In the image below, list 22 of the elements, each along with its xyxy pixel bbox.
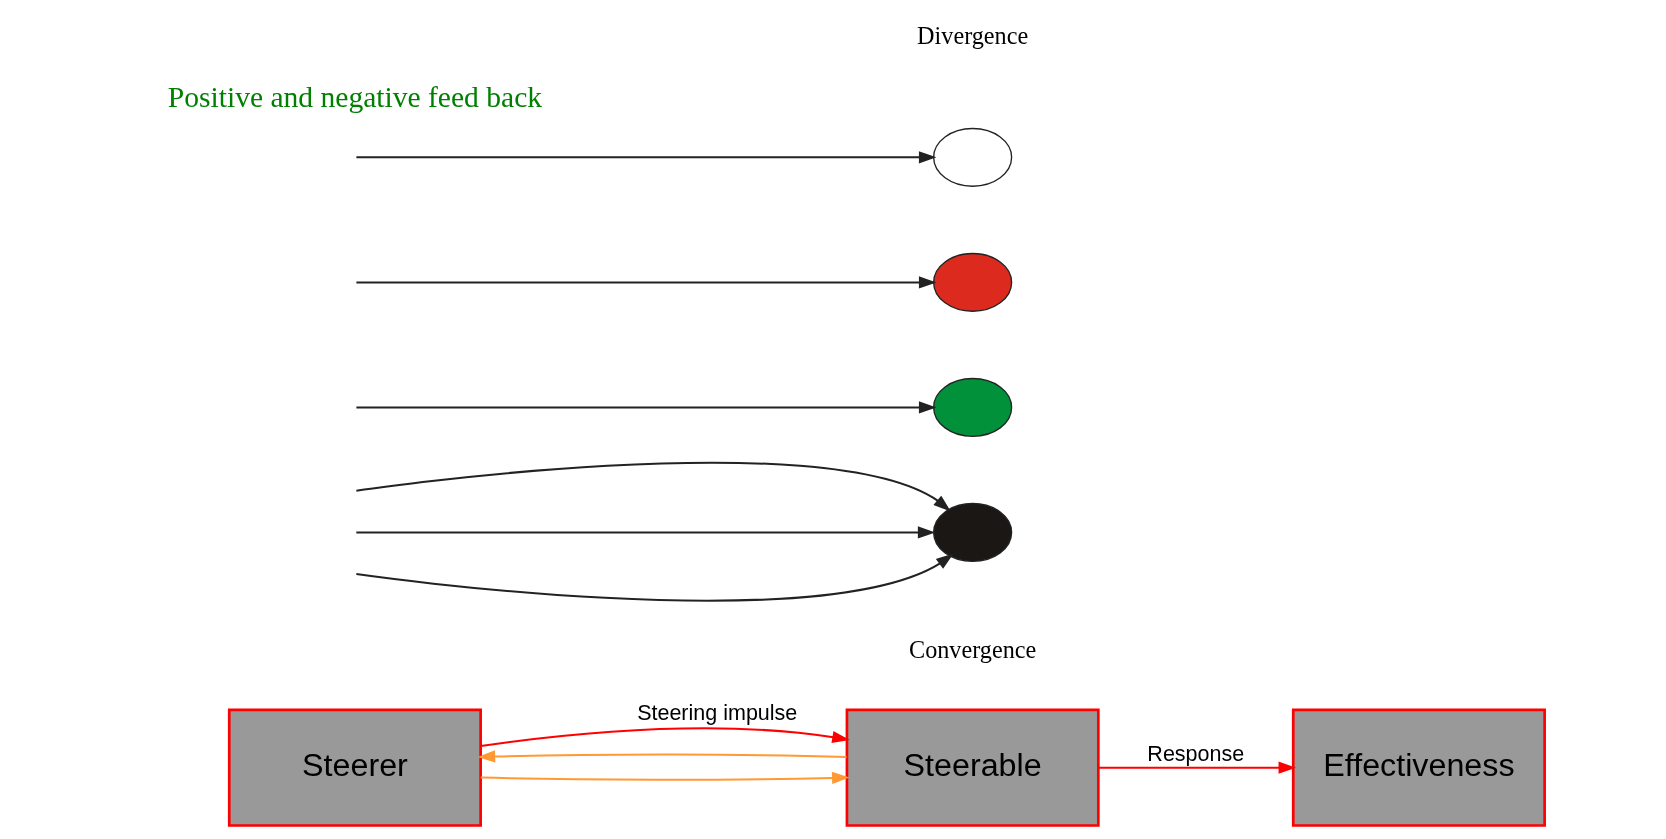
label: Convergence bbox=[908, 635, 1036, 663]
edge-label: Response bbox=[1146, 741, 1244, 766]
arrow bbox=[355, 151, 936, 164]
arrow bbox=[480, 771, 850, 785]
arrow bbox=[355, 553, 954, 602]
arrow bbox=[355, 461, 951, 512]
node-circle bbox=[932, 502, 1012, 562]
edge-label: Steering impulse bbox=[636, 701, 797, 726]
arrow bbox=[355, 401, 936, 414]
node-circle bbox=[932, 127, 1012, 187]
node-circle bbox=[932, 377, 1012, 437]
arrow bbox=[480, 727, 850, 747]
label: Positive and negative feed back bbox=[167, 81, 542, 114]
label: Divergence bbox=[916, 21, 1028, 49]
node-box: Steerer bbox=[227, 708, 482, 827]
arrow bbox=[355, 276, 936, 289]
arrow bbox=[355, 526, 935, 539]
node-box: Effectiveness bbox=[1291, 708, 1546, 827]
node-box: Steerable bbox=[845, 708, 1100, 827]
arrow bbox=[1098, 761, 1296, 774]
arrow bbox=[477, 750, 846, 763]
node-circle bbox=[932, 252, 1012, 312]
